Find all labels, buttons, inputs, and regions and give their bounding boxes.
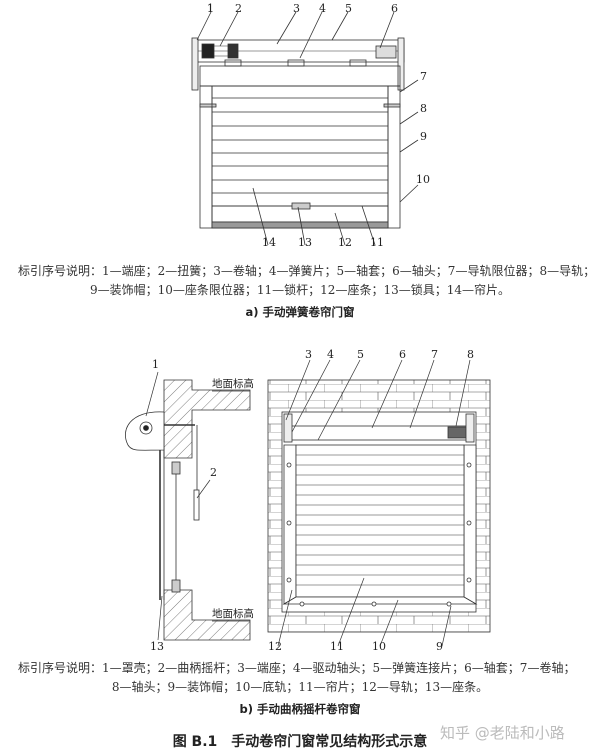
svg-text:9: 9: [420, 130, 427, 143]
svg-text:14: 14: [262, 236, 276, 249]
svg-text:4: 4: [327, 348, 334, 361]
svg-text:13: 13: [150, 640, 164, 653]
figure-a-legend: 标引序号说明：1—端座；2—扭簧；3—卷轴；4—弹簧片；5—轴套；6—轴头；7—…: [0, 262, 600, 300]
svg-text:10: 10: [416, 173, 430, 186]
figure-b-legend-line2: 8—轴头；9—装饰帽；10—底轨；11—帘片；12—导轨；13—座条。: [111, 680, 489, 694]
svg-text:12: 12: [338, 236, 352, 249]
svg-text:7: 7: [420, 70, 427, 83]
svg-text:6: 6: [391, 2, 398, 15]
figure-a-caption: a) 手动弹簧卷帘门窗: [245, 305, 355, 319]
figure-b-drawing: 1 2 13 地面标高 地面标高: [125, 348, 491, 653]
svg-text:1: 1: [207, 2, 214, 15]
svg-text:10: 10: [372, 640, 386, 653]
svg-text:11: 11: [370, 236, 384, 249]
svg-text:11: 11: [330, 640, 344, 653]
figure-a-legend-line1: 标引序号说明：1—端座；2—扭簧；3—卷轴；4—弹簧片；5—轴套；6—轴头；7—…: [18, 264, 596, 278]
figure-b-caption: b) 手动曲柄摇杆卷帘窗: [239, 702, 361, 716]
svg-text:2: 2: [235, 2, 242, 15]
svg-text:5: 5: [345, 2, 352, 15]
svg-text:8: 8: [467, 348, 474, 361]
svg-text:4: 4: [319, 2, 326, 15]
figure-a-drawing: 1 1 2 3 4 5 6 7 8 9 10 11 12 13 14: [191, 2, 430, 249]
ground-level-label-bottom: 地面标高: [212, 607, 254, 620]
svg-text:7: 7: [431, 348, 438, 361]
svg-text:13: 13: [298, 236, 312, 249]
ground-level-label-top: 地面标高: [212, 377, 254, 390]
svg-text:9: 9: [436, 640, 443, 653]
callout-a-1: 1: [207, 2, 214, 15]
svg-text:3: 3: [293, 2, 300, 15]
svg-text:3: 3: [305, 348, 312, 361]
svg-text:6: 6: [399, 348, 406, 361]
figure-b-legend: 标引序号说明：1—罩壳；2—曲柄摇杆；3—端座；4—驱动轴头；5—弹簧连接片；6…: [0, 659, 600, 697]
svg-text:2: 2: [210, 466, 217, 479]
figure-a-legend-line2: 9—装饰帽；10—座条限位器；11—锁杆；12—座条；13—锁具；14—帘片。: [90, 283, 510, 297]
svg-text:5: 5: [357, 348, 364, 361]
svg-text:1: 1: [152, 358, 159, 371]
svg-text:12: 12: [268, 640, 282, 653]
svg-text:8: 8: [420, 102, 427, 115]
figure-title: 图 B.1 手动卷帘门窗常见结构形式示意: [172, 734, 428, 750]
figure-b-legend-line1: 标引序号说明：1—罩壳；2—曲柄摇杆；3—端座；4—驱动轴头；5—弹簧连接片；6…: [18, 661, 576, 675]
watermark: 知乎 @老陆和小路: [440, 724, 565, 742]
